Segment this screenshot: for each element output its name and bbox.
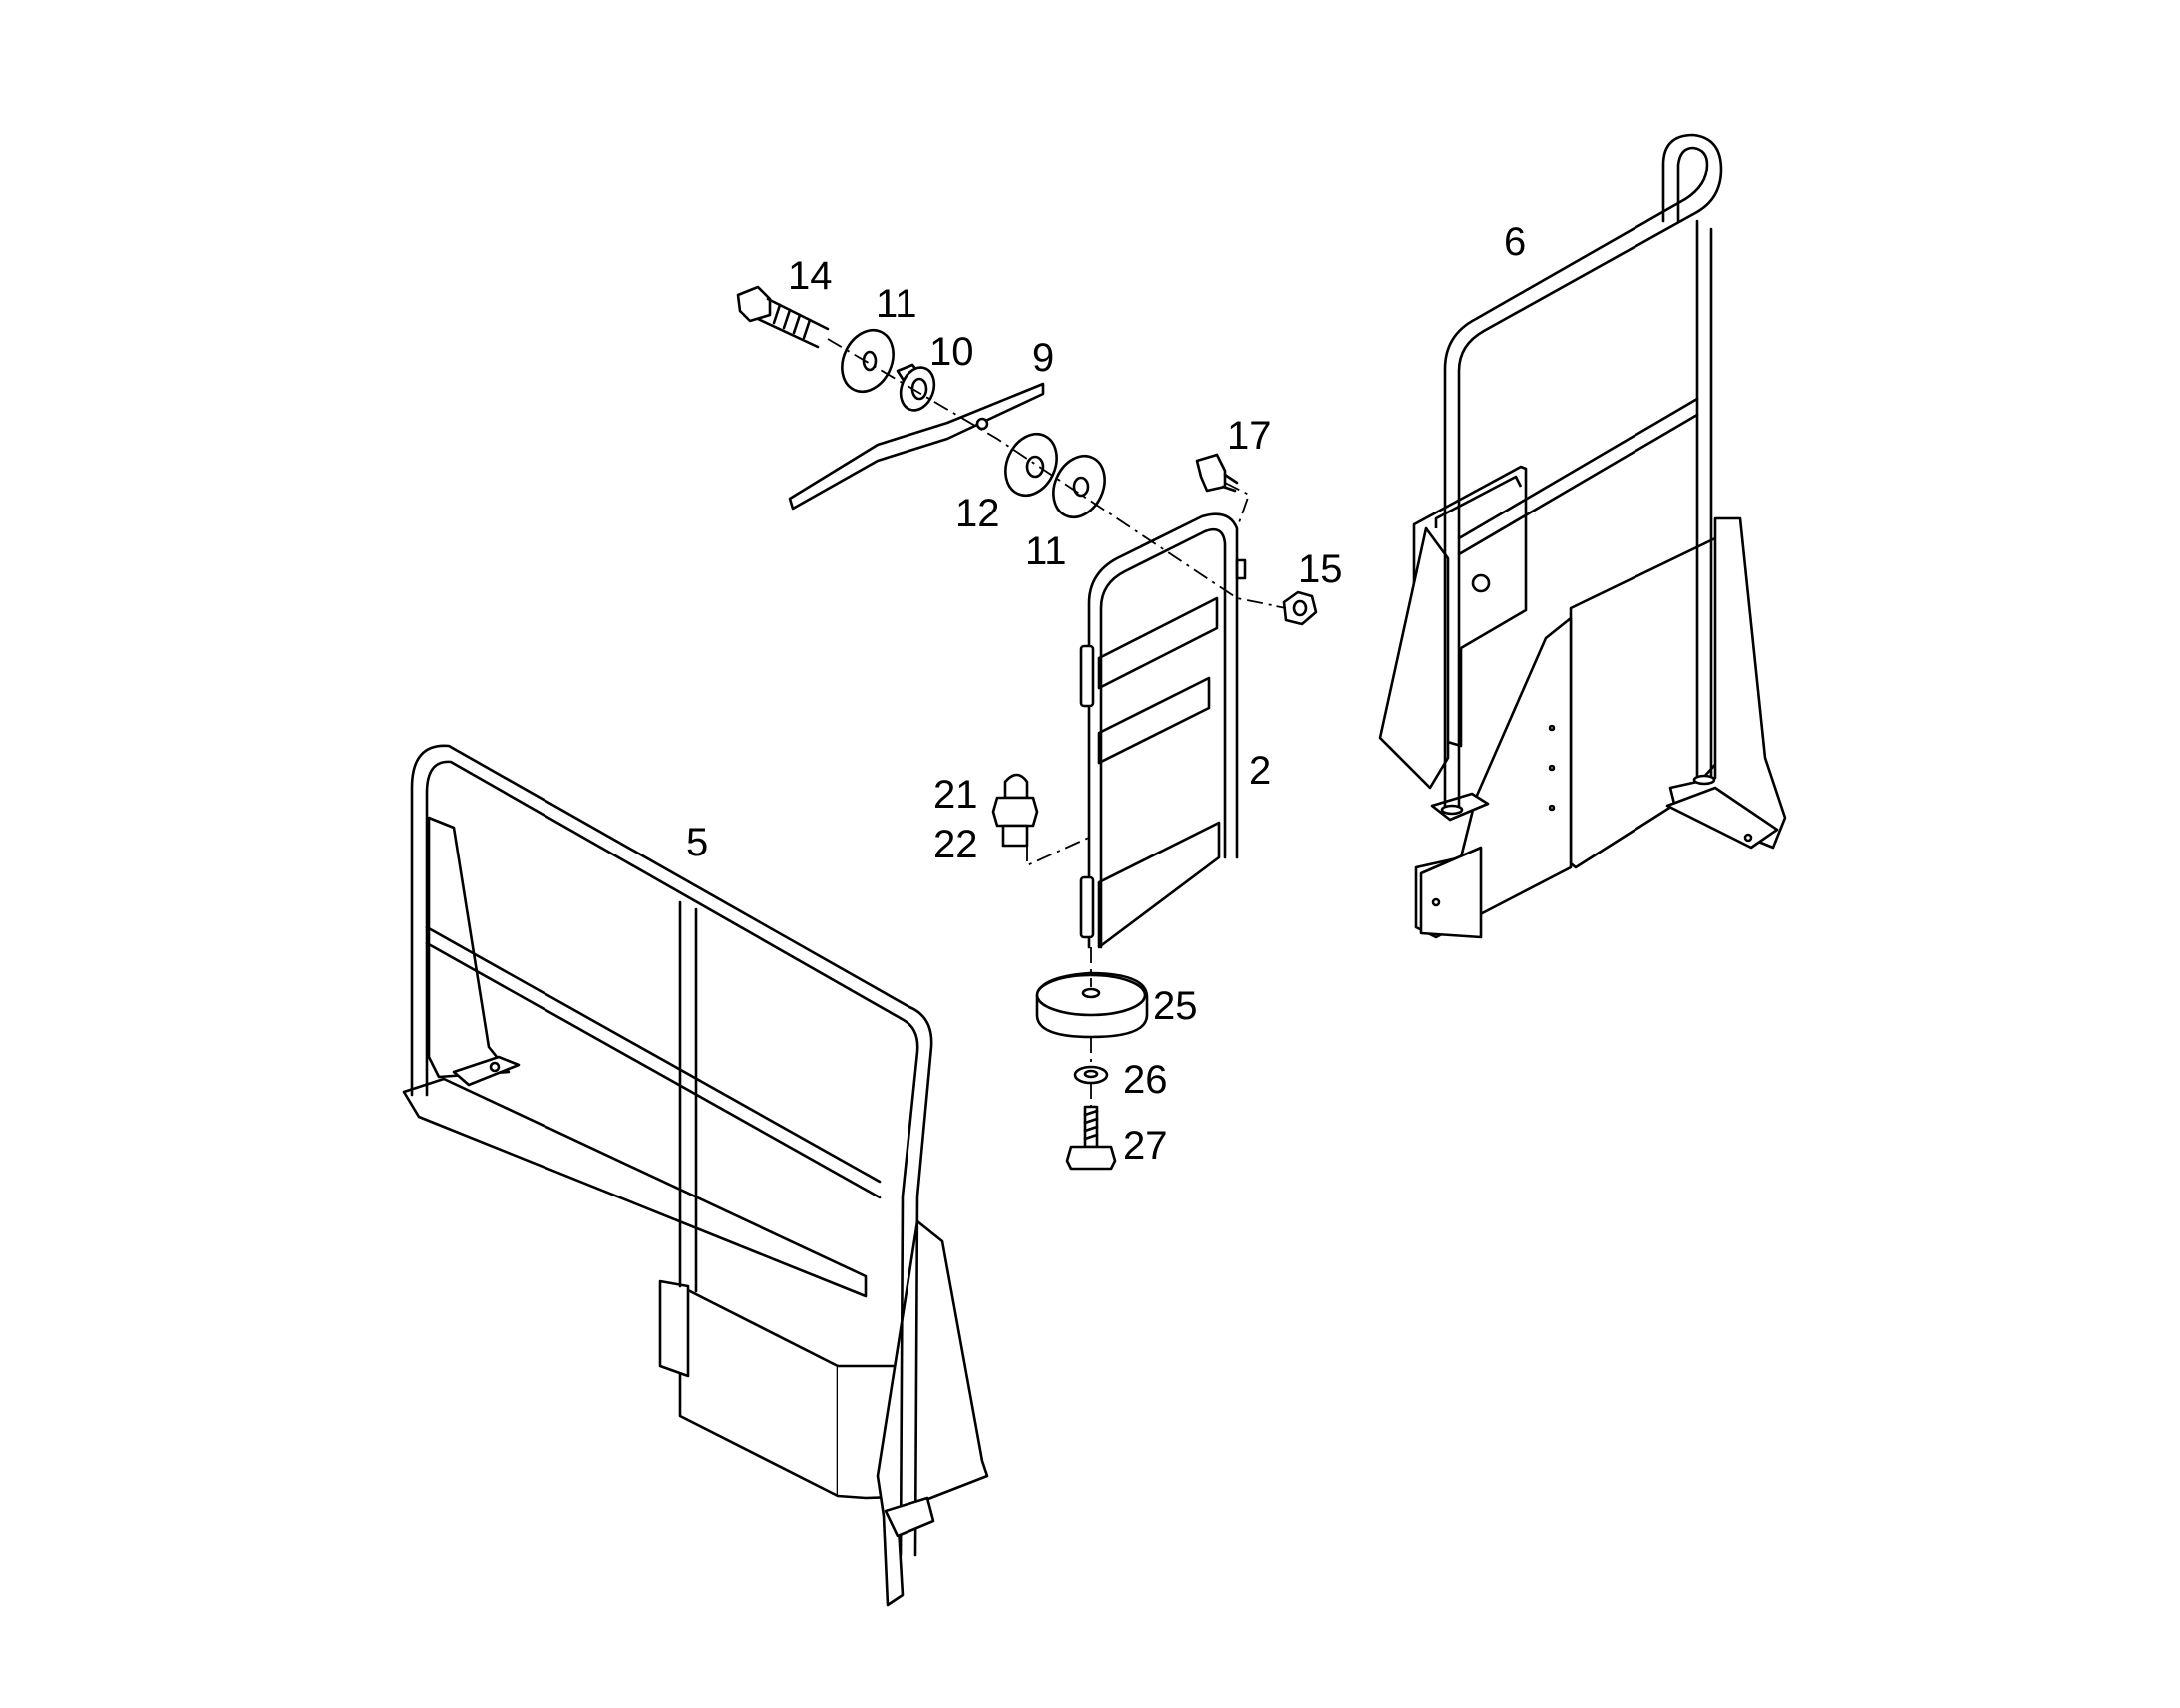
part-10-bushing (896, 363, 936, 412)
part-27-bolt (1065, 1105, 1117, 1171)
callout-9: 9 (1032, 336, 1054, 380)
assembly-lines (827, 338, 1287, 1107)
callout-10: 10 (929, 330, 974, 374)
callout-5: 5 (686, 821, 708, 864)
callout-2: 2 (1249, 749, 1271, 793)
callout-12: 12 (955, 492, 1000, 535)
part-21-22-fitting (991, 773, 1039, 848)
callout-22: 22 (933, 823, 978, 866)
callout-26: 26 (1123, 1058, 1168, 1102)
callout-25: 25 (1153, 984, 1198, 1028)
part-9-bracket (788, 382, 1045, 511)
part-2-step-ladder (1079, 512, 1247, 949)
callout-21: 21 (933, 773, 978, 817)
part-25-foot-pad (1035, 971, 1149, 1039)
callout-14: 14 (788, 254, 833, 298)
callout-27: 27 (1123, 1124, 1168, 1168)
part-14-bolt (736, 285, 830, 349)
callout-6: 6 (1504, 220, 1526, 264)
callout-17: 17 (1227, 414, 1272, 458)
part-6-right-handrail (1378, 133, 1787, 939)
part-5-left-handrail (402, 744, 989, 1607)
callouts: 14 11 10 9 12 11 17 15 6 2 21 22 5 25 26… (686, 220, 1526, 1168)
callout-11-upper: 11 (876, 282, 917, 326)
callout-15: 15 (1298, 547, 1343, 591)
callout-11-lower: 11 (1025, 529, 1067, 573)
hardware-group (736, 285, 1318, 1171)
